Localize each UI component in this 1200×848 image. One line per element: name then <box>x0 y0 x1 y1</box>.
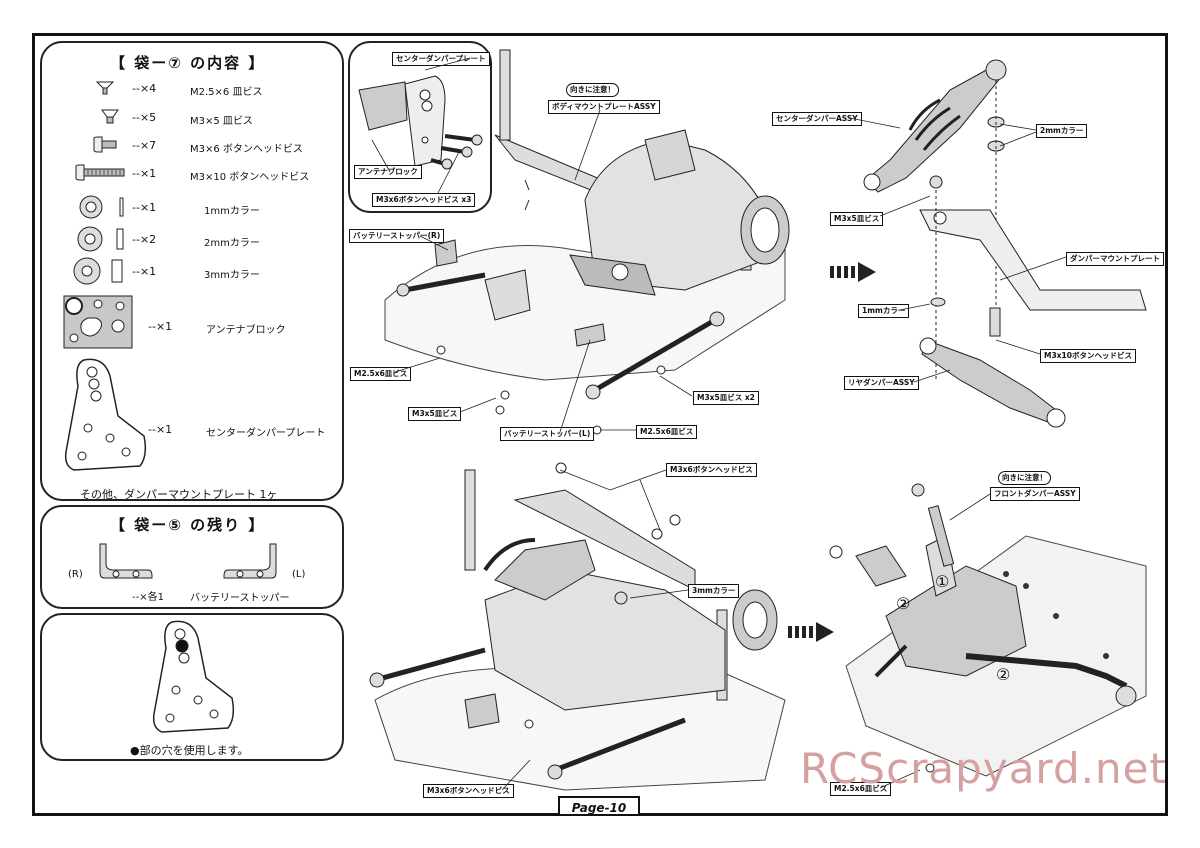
collar-icon <box>77 226 124 252</box>
label-front-damper-assy: フロントダンパーASSY <box>990 487 1080 501</box>
part-count: --×4 <box>132 82 157 95</box>
label-rear-damper-assy: リヤダンパーASSY <box>844 376 919 390</box>
part-name: M3×6 ボタンヘッドビス <box>190 144 303 155</box>
label-collar-3mm: 3mmカラー <box>688 584 740 598</box>
label-damper-mount-plate: ダンパーマウントプレート <box>1066 252 1164 266</box>
part-count: --×各1 <box>132 592 164 603</box>
button-screw-icon <box>93 136 117 153</box>
label-attention-1: 向きに注意！ <box>566 83 619 97</box>
label-m3x5-flat-1: M3x5皿ビス <box>408 407 462 421</box>
flat-screw-icon <box>95 81 115 95</box>
hole-note: ●部の穴を使用します。 <box>130 744 249 757</box>
part-count: --×1 <box>148 320 173 333</box>
collar-icon <box>79 195 124 219</box>
part-count: --×1 <box>132 167 157 180</box>
label-m3x5-flat-2: M3x5皿ビス <box>830 212 884 226</box>
label-m25x6-flat-1: M2.5x6皿ビス <box>350 367 412 381</box>
rear-assembly-diagram <box>358 49 790 435</box>
front-assembly-diagram <box>369 462 786 791</box>
bag5-title: 【 袋ー⑤ の残り 】 <box>110 516 266 534</box>
step-marker-2: ② <box>896 594 911 613</box>
completed-assembly-diagram <box>829 483 1147 777</box>
arrow-icon <box>830 262 876 282</box>
part-count: --×1 <box>132 265 157 278</box>
page-number: Page-10 <box>558 796 640 816</box>
antenna-block-icon <box>63 295 133 349</box>
label-m25x6-flat-2: M2.5x6皿ビス <box>636 425 698 439</box>
label-m3x10-button: M3x10ボタンヘッドビス <box>1040 349 1136 363</box>
left-mark: (L) <box>292 569 306 580</box>
step-marker-2: ② <box>996 665 1011 684</box>
damper-plate-hole-diagram <box>152 620 235 733</box>
label-m3x6-button-x3: M3x6ボタンヘッドビス x3 <box>372 193 476 207</box>
label-battery-stopper-r: バッテリーストッパー(R) <box>349 229 445 243</box>
battery-stopper-l-icon <box>223 543 277 579</box>
label-center-damper-assy: センターダンパーASSY <box>772 112 862 126</box>
label-attention-2: 向きに注意！ <box>998 471 1051 485</box>
arrow-icon <box>788 622 834 642</box>
part-count: --×7 <box>132 139 157 152</box>
button-screw-icon <box>75 164 125 181</box>
label-collar-2mm: 2mmカラー <box>1036 124 1088 138</box>
part-name: M3×5 皿ビス <box>190 116 253 127</box>
part-count: --×1 <box>148 423 173 436</box>
part-name: M2.5×6 皿ビス <box>190 87 263 98</box>
label-battery-stopper-l: バッテリーストッパー(L) <box>500 427 595 441</box>
label-m3x6-button-1: M3x6ボタンヘッドビス <box>666 463 757 477</box>
part-count: --×2 <box>132 233 157 246</box>
part-count: --×5 <box>132 111 157 124</box>
part-name: アンテナブロック <box>206 325 286 336</box>
bag7-title: 【 袋ー⑦ の内容 】 <box>110 54 266 72</box>
part-name: バッテリーストッパー <box>190 593 290 604</box>
part-name: 2mmカラー <box>204 238 260 249</box>
watermark: RCScrapyard.net <box>800 744 1167 793</box>
step-marker-1: ① <box>935 572 950 591</box>
label-m3x6-button-2: M3x6ボタンヘッドビス <box>423 784 514 798</box>
bag7-footer: その他、ダンパーマウントプレート 1ヶ <box>80 488 278 501</box>
damper-mount-diagram <box>863 59 1147 428</box>
part-name: 3mmカラー <box>204 270 260 281</box>
collar-icon <box>73 257 123 285</box>
label-antenna-block: アンテナブロック <box>354 165 422 179</box>
battery-stopper-r-icon <box>99 543 153 579</box>
right-mark: (R) <box>68 569 83 580</box>
part-name: M3×10 ボタンヘッドビス <box>190 172 310 183</box>
label-m25x6-flat-3: M2.5x6皿ビス <box>830 782 892 796</box>
flat-screw-icon <box>101 109 119 124</box>
label-m3x5-flat-x2: M3x5皿ビス x2 <box>693 391 759 405</box>
part-count: --×1 <box>132 201 157 214</box>
label-body-mount-plate: ボディマウントプレートASSY <box>548 100 660 114</box>
damper-plate-icon <box>64 358 147 471</box>
part-name: センターダンパープレート <box>206 428 326 439</box>
label-collar-1mm: 1mmカラー <box>858 304 910 318</box>
part-name: 1mmカラー <box>204 206 260 217</box>
bag5-remaining-panel <box>40 505 344 609</box>
